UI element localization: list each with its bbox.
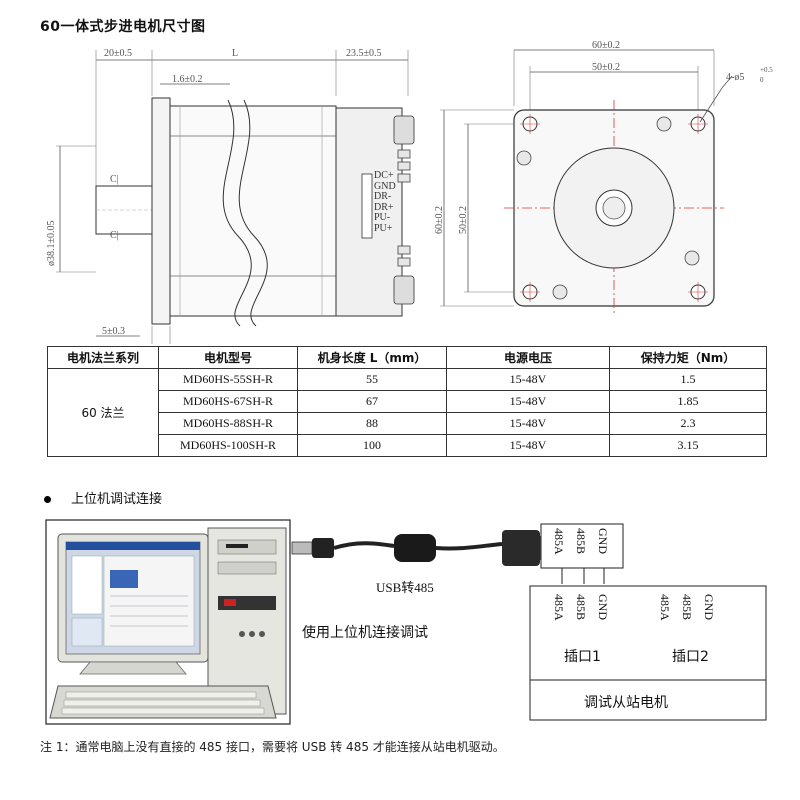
col-header: 电源电压: [446, 346, 610, 369]
flange-cell: 60 法兰: [47, 368, 159, 457]
torque-cell: 2.3: [609, 412, 767, 435]
pin-485a: 485A: [552, 594, 566, 621]
pin-gnd: GND: [702, 594, 716, 620]
voltage-cell: 15-48V: [446, 434, 610, 457]
model-cell: MD60HS-88SH-R: [158, 412, 298, 435]
col-header: 电机法兰系列: [47, 346, 159, 369]
col-header: 电机型号: [158, 346, 298, 369]
spec-table: 电机法兰系列 电机型号 机身长度 L（mm） 电源电压 保持力矩（Nm） 60 …: [47, 346, 767, 457]
port2-label: 插口2: [672, 649, 709, 665]
section-heading-text: 上位机调试连接: [71, 492, 163, 507]
torque-cell: 1.85: [609, 390, 767, 413]
pin-485a: 485A: [552, 528, 566, 555]
model-cell: MD60HS-67SH-R: [158, 390, 298, 413]
dim-front-width: 20±0.5: [104, 48, 132, 59]
model-cell: MD60HS-55SH-R: [158, 368, 298, 391]
pin-label: DR-: [374, 191, 392, 203]
table-row: 60 法兰 MD60HS-55SH-R 55 15-48V 1.5: [47, 368, 767, 457]
dim-rear-length: 23.5±0.5: [346, 48, 382, 59]
table-row: MD60HS-100SH-R 100 15-48V 3.15: [48, 434, 767, 457]
pin-label: GND: [374, 180, 396, 192]
length-cell: 100: [297, 434, 447, 457]
adapter-pins: 485A 485B GND: [550, 528, 610, 555]
dim-hole-tol-top: +0.5: [760, 66, 773, 74]
table-header-row: 电机法兰系列 电机型号 机身长度 L（mm） 电源电压 保持力矩（Nm）: [47, 346, 767, 369]
pin-label: PU+: [374, 222, 393, 234]
port2-pins: 485A 485B GND: [656, 594, 716, 621]
dim-holes: 4-ø5: [726, 72, 744, 83]
pin-485b: 485B: [680, 594, 694, 621]
c-label-2: C|: [110, 230, 119, 241]
section-heading: 上位机调试连接: [44, 488, 162, 507]
voltage-cell: 15-48V: [446, 390, 610, 413]
cable-label: USB转485: [376, 580, 434, 595]
pin-gnd: GND: [596, 594, 610, 620]
col-header: 保持力矩（Nm）: [609, 346, 767, 369]
port1-pins: 485A 485B GND: [550, 594, 610, 621]
pin-label: PU-: [374, 212, 391, 224]
dim-outer-h: 60±0.2: [592, 40, 620, 51]
pin-label: DC+: [374, 170, 394, 181]
slave-label: 调试从站电机: [584, 695, 668, 711]
dim-step: 1.6±0.2: [172, 74, 203, 85]
torque-cell: 1.5: [609, 368, 767, 391]
footnote: 注 1：通常电脑上没有直接的 485 接口，需要将 USB 转 485 才能连接…: [40, 740, 505, 754]
pin-gnd: GND: [596, 528, 610, 554]
dim-outer-v: 60±0.2: [434, 206, 445, 234]
dim-hole-pitch-h: 50±0.2: [592, 62, 620, 73]
computer-caption: 使用上位机连接调试: [302, 625, 428, 641]
pin-485a: 485A: [658, 594, 672, 621]
motor-side-view: 20±0.5 L 23.5±0.5 1.6±0.2 C| C| ø38.1±0.…: [46, 48, 415, 344]
connector-pin-list: DC+ GND DR- DR+ PU- PU+: [374, 170, 396, 235]
length-cell: 55: [297, 368, 447, 391]
pin-label: DR+: [374, 201, 394, 213]
torque-cell: 3.15: [609, 434, 767, 457]
bullet-icon: [44, 496, 51, 503]
table-row: MD60HS-88SH-R 88 15-48V 2.3: [48, 412, 767, 435]
port1-label: 插口1: [564, 649, 601, 665]
connection-diagram: USB转485: [45, 519, 767, 725]
dim-body-length: L: [232, 48, 238, 59]
length-cell: 67: [297, 390, 447, 413]
voltage-cell: 15-48V: [446, 368, 610, 391]
model-cell: MD60HS-100SH-R: [158, 434, 298, 457]
pin-485b: 485B: [574, 528, 588, 555]
motor-front-view: 60±0.2 50±0.2 60±0.2 50±0.2 4-ø5 +0.5 0: [434, 40, 773, 316]
dim-bottom: 5±0.3: [102, 326, 125, 337]
dim-hole-tol-bottom: 0: [760, 76, 764, 84]
col-header: 机身长度 L（mm）: [297, 346, 447, 369]
pin-485b: 485B: [574, 594, 588, 621]
dim-hole-pitch-v: 50±0.2: [458, 206, 469, 234]
c-label-1: C|: [110, 174, 119, 185]
length-cell: 88: [297, 412, 447, 435]
dim-shaft-dia: ø38.1±0.05: [46, 221, 57, 267]
page-title: 60一体式步进电机尺寸图: [40, 19, 206, 35]
voltage-cell: 15-48V: [446, 412, 610, 435]
